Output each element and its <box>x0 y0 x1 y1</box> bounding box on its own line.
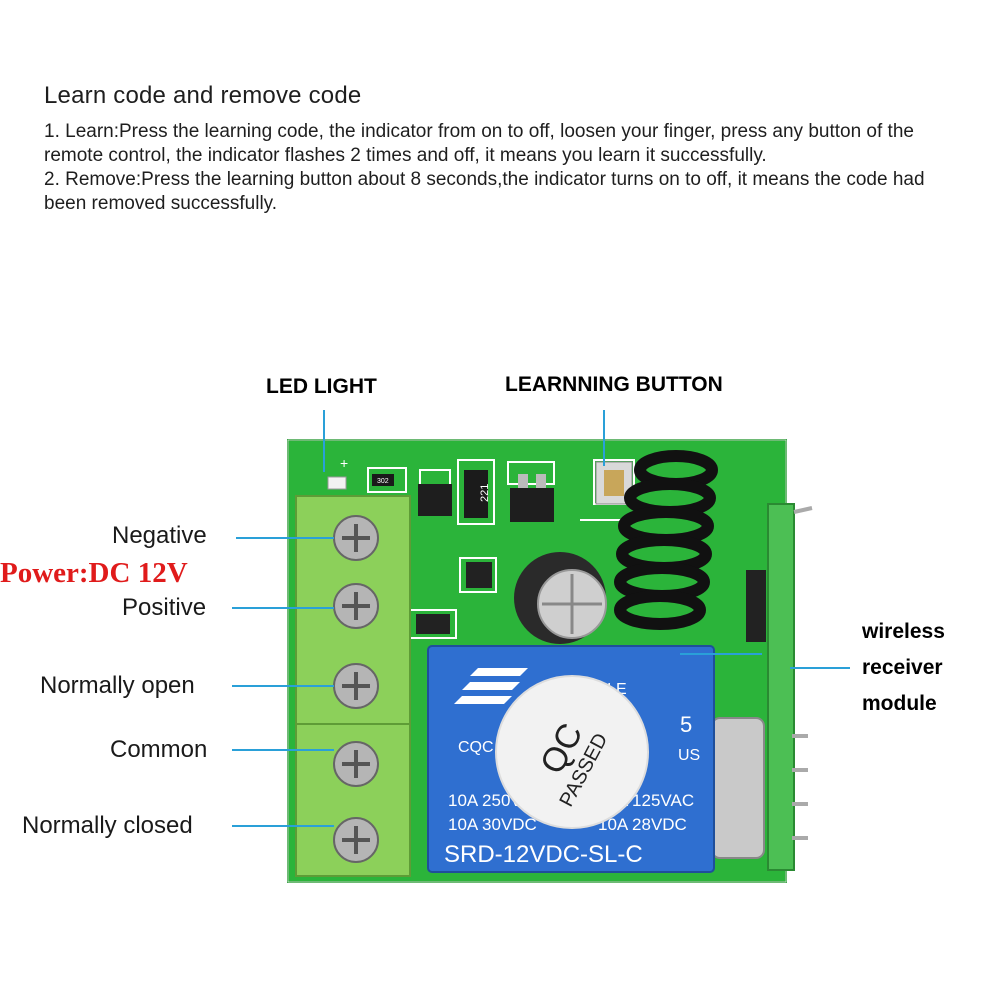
callout-lines <box>232 410 850 827</box>
relay-line2-right: 10A 28VDC <box>598 815 687 834</box>
label-normally-open: Normally open <box>40 672 195 699</box>
relay-cqc: CQC <box>458 739 494 756</box>
label-negative: Negative <box>112 522 207 549</box>
module-pins <box>792 506 813 840</box>
label-wireless-module: wireless receiver module <box>862 614 945 722</box>
relay-model: SRD-12VDC-SL-C <box>444 841 643 868</box>
label-wireless-line3: module <box>862 692 937 715</box>
relay-line2-left: 10A 30VDC <box>448 815 537 834</box>
led <box>327 476 347 490</box>
label-power: Power:DC 12V <box>0 557 188 589</box>
relay-logo <box>454 668 528 704</box>
crystal <box>711 717 765 859</box>
label-wireless-line2: receiver <box>862 656 943 679</box>
small-component <box>416 614 450 634</box>
label-normally-closed: Normally closed <box>22 812 193 839</box>
label-led-light: LED LIGHT <box>266 375 377 398</box>
screw-normally-open <box>333 663 379 709</box>
smd-code: 221 <box>479 484 491 502</box>
instructions: Learn code and remove code 1. Learn:Pres… <box>44 82 964 216</box>
instructions-remove: 2. Remove:Press the learning button abou… <box>44 169 925 214</box>
screw-positive <box>333 583 379 629</box>
terminal-screws <box>333 515 379 863</box>
transistor <box>466 562 492 588</box>
relay-us: US <box>678 747 700 764</box>
smd-component <box>464 470 488 518</box>
label-common: Common <box>110 736 208 763</box>
resistor-code: 302 <box>377 478 389 485</box>
resistor <box>372 474 394 486</box>
led-plus: + <box>340 455 348 471</box>
instructions-learn: 1. Learn:Press the learning code, the in… <box>44 121 914 166</box>
instructions-title: Learn code and remove code <box>44 82 362 109</box>
screw-normally-closed <box>333 817 379 863</box>
label-learning-button: LEARNNING BUTTON <box>505 373 723 396</box>
diode <box>418 484 452 516</box>
qc-sticker <box>495 675 649 829</box>
antenna-coil <box>614 450 718 630</box>
regulator <box>510 488 554 522</box>
relay-5: 5 <box>680 712 692 737</box>
label-positive: Positive <box>122 594 207 621</box>
receiver-module <box>767 503 795 871</box>
screw-common <box>333 741 379 787</box>
screw-negative <box>333 515 379 561</box>
label-wireless-line1: wireless <box>862 620 945 643</box>
